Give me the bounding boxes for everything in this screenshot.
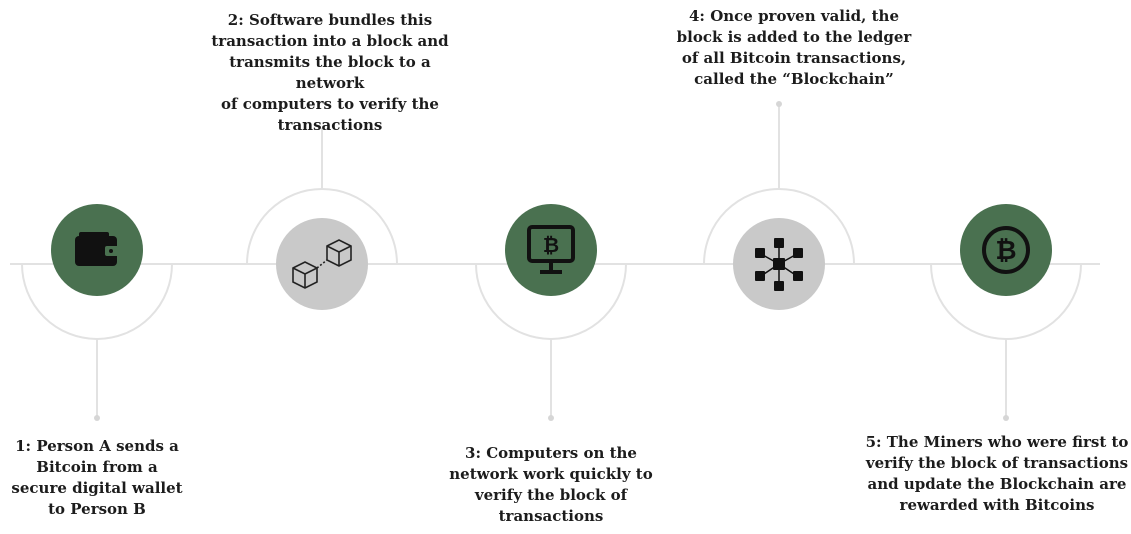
- step-2-circle: [276, 218, 368, 310]
- step-4-dot: [776, 101, 782, 107]
- bitcoin-coin-icon: ₿: [982, 226, 1030, 274]
- step-1-arc: [21, 263, 173, 340]
- step-3-label: 3: Computers on the network work quickly…: [449, 444, 653, 525]
- svg-text:₿: ₿: [995, 236, 1016, 266]
- step-3-dot: [548, 415, 554, 421]
- step-3-arc: [475, 263, 627, 340]
- step-1-circle: [51, 204, 143, 296]
- step-4-label: 4: Once proven valid, the block is added…: [676, 7, 912, 88]
- linked-blocks-icon: [292, 239, 352, 289]
- step-5-circle: ₿: [960, 204, 1052, 296]
- step-1-dot: [94, 415, 100, 421]
- step-3-circle: ₿: [505, 204, 597, 296]
- wallet-icon: [75, 232, 119, 266]
- blockchain-network-icon: [755, 238, 803, 291]
- step-4-circle: [733, 218, 825, 310]
- step-2-arc: [246, 188, 398, 265]
- step-5-label: 5: The Miners who were first to verify t…: [865, 433, 1129, 514]
- step-4-arc: [703, 188, 855, 265]
- step-5-dot: [1003, 415, 1009, 421]
- step-5-arc: [930, 263, 1082, 340]
- svg-text:₿: ₿: [543, 233, 559, 257]
- step-2-label: 2: Software bundles this transaction int…: [211, 11, 449, 134]
- step-1-label: 1: Person A sends a Bitcoin from a secur…: [11, 437, 183, 518]
- bitcoin-monitor-icon: ₿: [527, 225, 575, 274]
